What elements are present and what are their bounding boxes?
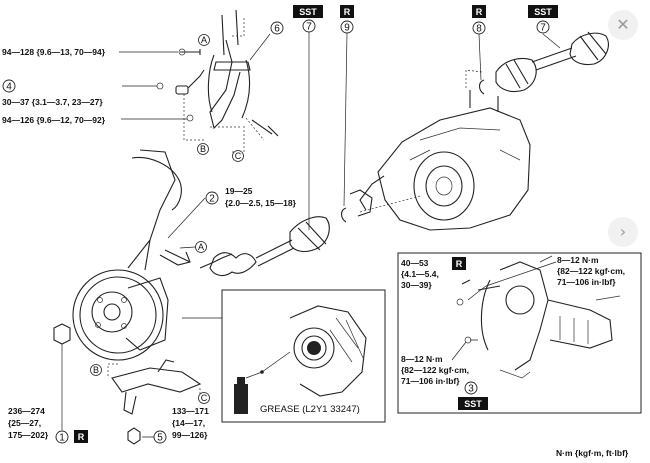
drive-shaft-right bbox=[495, 31, 609, 93]
grease-label: GREASE (L2Y1 33247) bbox=[260, 404, 360, 415]
ref-letter-b-top: B bbox=[197, 143, 209, 155]
callout-4: 4 bbox=[2, 79, 16, 93]
lower-control-arm bbox=[111, 359, 202, 415]
transaxle bbox=[349, 90, 531, 231]
r-tag-bottom: R bbox=[74, 430, 88, 443]
callout-9: 9 bbox=[340, 20, 354, 34]
sst-tag-top-right: SST bbox=[528, 5, 558, 18]
svg-text:4: 4 bbox=[6, 82, 12, 93]
callout-5: 5 bbox=[153, 430, 167, 444]
torque-8-12-top-line1: 8—12 N·m bbox=[557, 255, 599, 265]
torque-19-25-line1: 19—25 bbox=[225, 186, 253, 196]
torque-30-37: 30—37 {3.1—3.7, 23—27} bbox=[2, 97, 103, 107]
svg-text:SST: SST bbox=[299, 7, 317, 17]
svg-text:9: 9 bbox=[344, 23, 350, 34]
close-icon[interactable]: ✕ bbox=[608, 10, 638, 40]
drive-shaft-left bbox=[199, 216, 330, 277]
svg-text:2: 2 bbox=[209, 194, 215, 205]
torque-236-274-line1: 236—274 bbox=[8, 406, 45, 416]
transaxle-dash bbox=[359, 69, 483, 213]
arm-dash-lines bbox=[107, 363, 201, 396]
torque-8-12-top-line3: 71—106 in·lbf} bbox=[557, 277, 616, 287]
callout-3: 3 bbox=[464, 381, 478, 395]
svg-text:C: C bbox=[201, 393, 208, 403]
ref-letter-b-bottom: B bbox=[90, 364, 102, 376]
torque-133-171-line1: 133—171 bbox=[172, 406, 209, 416]
torque-8-12-top-line2: {82—122 kgf·cm, bbox=[557, 266, 625, 276]
torque-40-53-line2: {4.1—5.4, bbox=[401, 269, 439, 279]
clip-8 bbox=[478, 79, 485, 95]
svg-text:SST: SST bbox=[534, 7, 552, 17]
svg-text:R: R bbox=[344, 7, 351, 17]
sensor-inset bbox=[397, 252, 642, 414]
svg-text:5: 5 bbox=[157, 433, 163, 444]
svg-text:A: A bbox=[201, 35, 207, 45]
svg-text:R: R bbox=[78, 432, 85, 442]
svg-text:7: 7 bbox=[306, 22, 312, 33]
torque-19-25-line2: {2.0—2.5, 15—18} bbox=[225, 198, 297, 208]
torque-94-126: 94—126 {9.6—12, 70—92} bbox=[2, 115, 106, 125]
chevron-right-icon[interactable]: › bbox=[608, 217, 638, 247]
r-tag-top-mid: R bbox=[340, 5, 354, 18]
ref-letter-a-top: A bbox=[198, 34, 210, 46]
reference-dash-lines bbox=[183, 94, 265, 153]
svg-text:B: B bbox=[200, 144, 206, 154]
callout-2: 2 bbox=[205, 191, 219, 205]
sst-tag-inset: SST bbox=[458, 397, 488, 410]
leader-8-12-top bbox=[485, 261, 557, 287]
callout-7-right: 7 bbox=[536, 20, 550, 34]
torque-94-128: 94—128 {9.6—13, 70—94} bbox=[2, 47, 106, 57]
torque-133-171-line3: 99—126} bbox=[172, 430, 208, 440]
leader-8-12-bottom bbox=[451, 341, 467, 361]
reference-dash-top bbox=[232, 18, 245, 37]
callout-7-left: 7 bbox=[302, 19, 316, 33]
svg-text:A: A bbox=[198, 242, 204, 252]
r-tag-inset: R bbox=[452, 257, 466, 270]
svg-text:1: 1 bbox=[59, 433, 65, 444]
svg-text:R: R bbox=[456, 259, 463, 269]
ref-letter-a-mid: A bbox=[179, 241, 207, 253]
torque-8-12-bottom-line1: 8—12 N·m bbox=[401, 354, 443, 364]
svg-text:SST: SST bbox=[464, 399, 482, 409]
hub-nut bbox=[53, 323, 71, 345]
callout-8: 8 bbox=[472, 21, 486, 35]
clip-9 bbox=[340, 207, 347, 223]
r-tag-top-right: R bbox=[472, 5, 486, 18]
torque-8-12-bottom-line3: 71—106 in·lbf} bbox=[401, 376, 460, 386]
torque-8-12-bottom-line2: {82—122 kgf·cm, bbox=[401, 365, 469, 375]
ball-joint-nut bbox=[127, 427, 141, 445]
svg-text:3: 3 bbox=[468, 384, 474, 395]
svg-text:C: C bbox=[235, 151, 242, 161]
units-note: N·m {kgf·m, ft·lbf} bbox=[556, 448, 629, 458]
stabilizer-link-assembly bbox=[156, 9, 279, 137]
steering-knuckle-assembly bbox=[72, 149, 191, 361]
svg-text:6: 6 bbox=[274, 24, 280, 35]
torque-236-274-line2: {25—27, bbox=[8, 418, 41, 428]
torque-40-53-line3: 30—39} bbox=[401, 280, 432, 290]
ref-letter-c-bottom: C bbox=[198, 392, 210, 404]
callout-1: 1 bbox=[55, 430, 69, 444]
torque-236-274-line3: 175—202} bbox=[8, 430, 49, 440]
sst-tag-top-left: SST bbox=[293, 5, 323, 18]
torque-40-53-line1: 40—53 bbox=[401, 258, 429, 268]
torque-133-171-line2: {14—17, bbox=[172, 418, 205, 428]
svg-text:7: 7 bbox=[540, 23, 546, 34]
svg-text:B: B bbox=[93, 365, 99, 375]
svg-text:R: R bbox=[476, 7, 483, 17]
svg-text:8: 8 bbox=[476, 24, 482, 35]
callout-6: 6 bbox=[270, 21, 284, 35]
grease-inset bbox=[182, 289, 386, 423]
ref-letter-c-top: C bbox=[232, 150, 244, 162]
